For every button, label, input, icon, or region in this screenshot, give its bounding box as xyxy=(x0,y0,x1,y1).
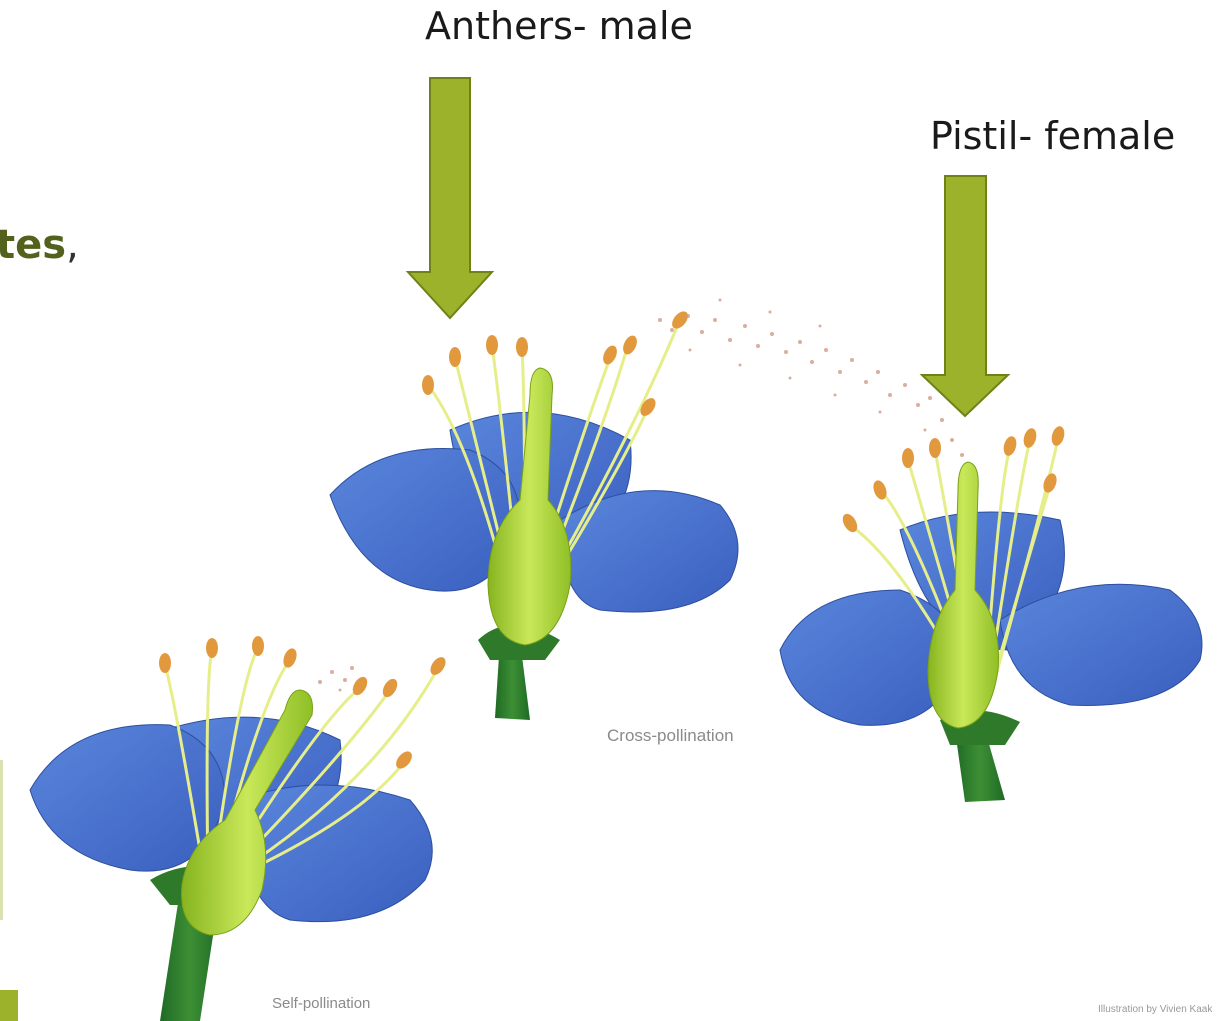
illustration-credit: Illustration by Vivien Kaak xyxy=(1098,1004,1212,1015)
self-pollination-caption: Self-pollination xyxy=(272,995,370,1012)
cross-pollination-caption: Cross-pollination xyxy=(607,726,734,746)
arrow-anthers xyxy=(408,78,492,318)
slide-text-comma: , xyxy=(66,222,79,268)
flower-left xyxy=(30,636,449,1021)
slide-text-fragment: tes, xyxy=(0,222,79,268)
slide-accent-line xyxy=(0,760,3,920)
petal-right-center xyxy=(560,491,738,612)
slide-accent-bar xyxy=(0,990,18,1021)
slide-text-word: tes xyxy=(0,222,66,268)
flower-right xyxy=(780,425,1202,802)
flower-center xyxy=(330,308,738,720)
pollen-self xyxy=(318,666,354,692)
anthers-label: Anthers- male xyxy=(425,4,693,48)
arrow-pistil xyxy=(922,176,1008,416)
pollen-trail xyxy=(658,299,964,458)
pistil-label: Pistil- female xyxy=(930,114,1175,158)
